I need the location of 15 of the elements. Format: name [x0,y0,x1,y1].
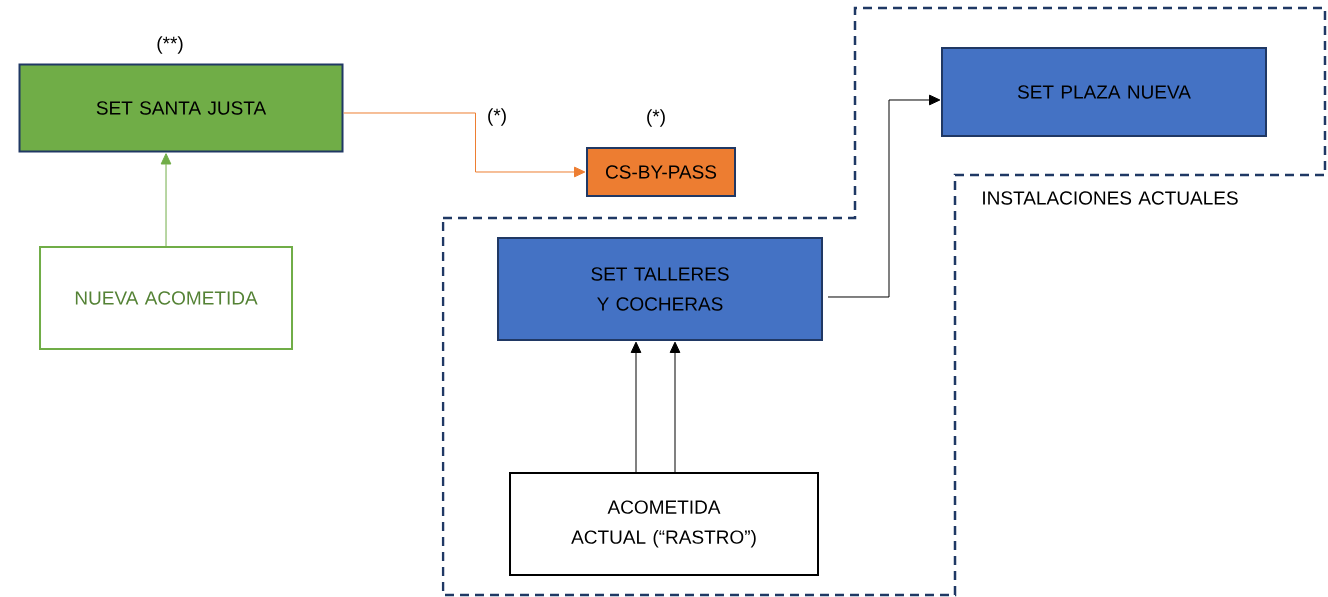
arrow [160,153,172,247]
arrow [343,112,586,178]
region-label: INSTALACIONES ACTUALES [983,191,1238,205]
arrow [669,341,681,473]
supply-box: ACOMETIDA ACTUAL (“RASTRO”) [509,472,819,576]
edge-label: (*) [486,107,509,127]
substation-box: SET PLAZA NUEVA [941,47,1267,137]
substation-box: SET SANTA JUSTA [18,63,344,153]
arrow [827,94,941,298]
arrow [630,341,642,473]
supply-box: NUEVA ACOMETIDA [39,246,293,350]
note-mark: (*) [647,109,665,127]
note-mark: (**) [157,36,183,54]
substation-box: CS-BY-PASS [586,147,736,197]
substation-box: SET TALLERES Y COCHERAS [497,237,823,341]
